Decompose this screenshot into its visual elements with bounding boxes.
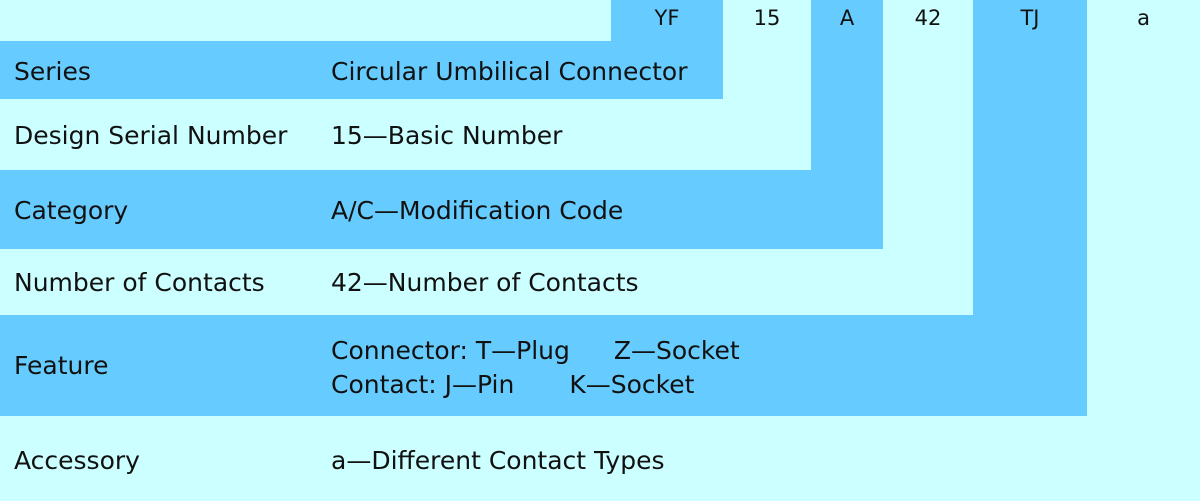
series-label: Series	[14, 57, 91, 86]
row-band-category	[0, 170, 883, 249]
row-band-series	[0, 41, 723, 99]
row-band-contacts	[0, 249, 973, 315]
code-segment-series: YF	[654, 6, 680, 30]
feature-connector-line: Connector: T—Plug Z—Socket	[331, 334, 740, 368]
feature-connector-prefix: Connector: T—Plug	[331, 336, 570, 365]
feature-desc: Connector: T—Plug Z—Socket Contact: J—Pin…	[331, 334, 740, 402]
accessory-label: Accessory	[14, 446, 140, 475]
feature-contact-prefix: Contact: J—Pin	[331, 370, 515, 399]
accessory-desc: a—Different Contact Types	[331, 446, 665, 475]
row-band-design-serial	[0, 99, 811, 170]
code-segment-accessory: a	[1137, 6, 1150, 30]
design-serial-label: Design Serial Number	[14, 121, 288, 150]
row-band-feature	[0, 315, 1087, 416]
code-segment-feature: TJ	[1020, 6, 1040, 30]
feature-label: Feature	[14, 351, 109, 380]
contacts-desc: 42—Number of Contacts	[331, 268, 639, 297]
feature-contact-line: Contact: J—Pin K—Socket	[331, 368, 740, 402]
design-serial-desc: 15—Basic Number	[331, 121, 563, 150]
contacts-label: Number of Contacts	[14, 268, 265, 297]
series-desc: Circular Umbilical Connector	[331, 57, 688, 86]
code-segment-design-serial: 15	[753, 6, 781, 30]
code-segment-category: A	[839, 6, 855, 30]
code-segment-contacts: 42	[914, 6, 942, 30]
feature-connector-alt: Z—Socket	[613, 336, 740, 365]
feature-contact-alt: K—Socket	[569, 370, 695, 399]
category-desc: A/C—Modification Code	[331, 196, 624, 225]
category-label: Category	[14, 196, 129, 225]
